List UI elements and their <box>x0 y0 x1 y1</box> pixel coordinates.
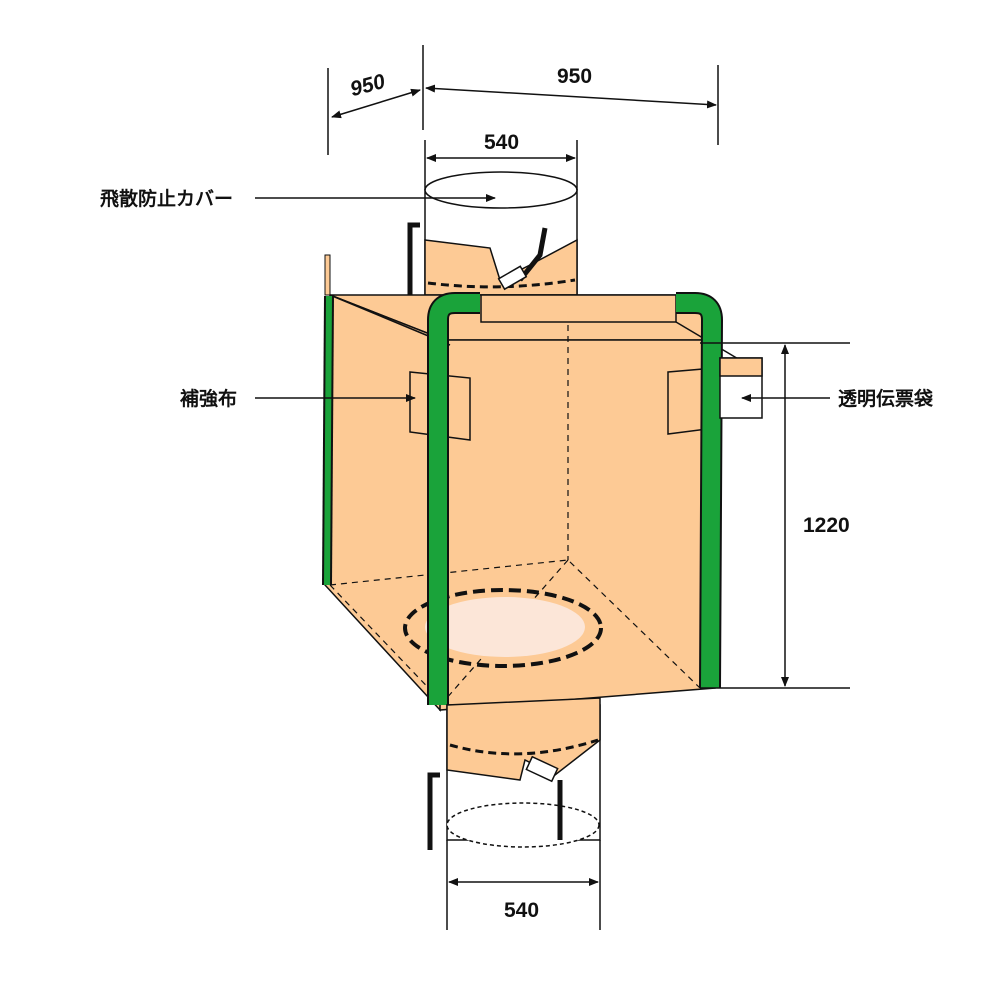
document-pocket-label: 透明伝票袋 <box>838 387 934 410</box>
top-spout <box>407 171 578 300</box>
height-dimension: 1220 <box>803 514 850 537</box>
bottom-discharge-opening <box>403 588 603 668</box>
dimension-lines <box>255 45 850 930</box>
bottom-spout <box>427 697 601 850</box>
bottom-spout-dimension: 540 <box>504 899 539 922</box>
dust-cover-flap <box>480 294 677 323</box>
reinforcement-cloth-label: 補強布 <box>179 387 237 410</box>
lifting-straps <box>322 254 724 705</box>
depth-dimension: 950 <box>348 70 388 101</box>
width-dimension: 950 <box>557 65 592 88</box>
top-spout-dimension: 540 <box>484 131 519 154</box>
dust-cover-label: 飛散防止カバー <box>100 187 233 210</box>
document-pocket <box>719 357 763 419</box>
